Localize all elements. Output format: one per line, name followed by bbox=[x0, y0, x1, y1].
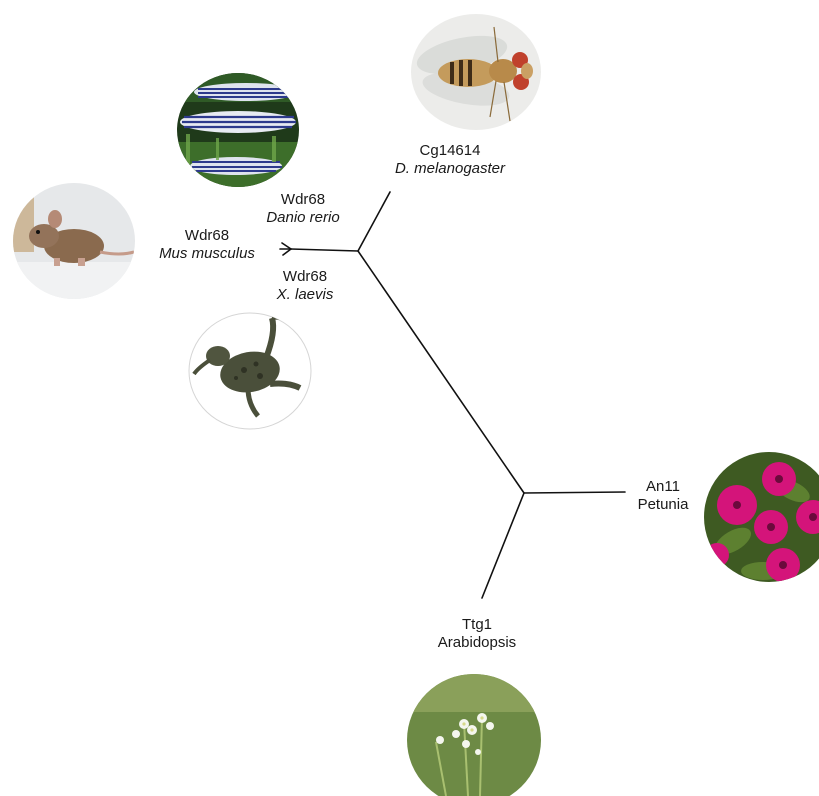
gene-name: Cg14614 bbox=[380, 142, 520, 160]
fruit-fly-photo bbox=[410, 13, 542, 131]
species-name: X. laevis bbox=[260, 286, 350, 304]
branch-xenopus bbox=[283, 249, 291, 255]
branch-danio bbox=[282, 243, 291, 249]
gene-name: An11 bbox=[628, 478, 698, 496]
taxon-label-danio: Wdr68 Danio rerio bbox=[248, 191, 358, 227]
species-name: Mus musculus bbox=[148, 245, 266, 263]
taxon-label-xenopus: Wdr68 X. laevis bbox=[260, 268, 350, 304]
branch-petunia bbox=[524, 492, 625, 493]
gene-name: Ttg1 bbox=[425, 616, 529, 634]
taxon-label-arabidopsis: Ttg1 Arabidopsis bbox=[425, 616, 529, 652]
branch-vertebrate-stem bbox=[291, 249, 358, 251]
branch-drosophila bbox=[358, 192, 390, 251]
species-name: Arabidopsis bbox=[425, 634, 529, 652]
taxon-label-mus: Wdr68 Mus musculus bbox=[148, 227, 266, 263]
mouse-photo bbox=[12, 182, 136, 300]
gene-name: Wdr68 bbox=[148, 227, 266, 245]
gene-name: Wdr68 bbox=[260, 268, 350, 286]
frog-photo bbox=[188, 312, 313, 430]
taxon-label-petunia: An11 Petunia bbox=[628, 478, 698, 514]
petunia-photo bbox=[703, 451, 819, 583]
taxon-label-drosophila: Cg14614 D. melanogaster bbox=[380, 142, 520, 178]
branch-internal-animal-plant bbox=[358, 251, 524, 493]
species-name: Petunia bbox=[628, 496, 698, 514]
branch-arabidopsis bbox=[482, 493, 524, 598]
arabidopsis-photo bbox=[406, 672, 542, 796]
gene-name: Wdr68 bbox=[248, 191, 358, 209]
zebrafish-photo bbox=[176, 72, 300, 188]
species-name: D. melanogaster bbox=[380, 160, 520, 178]
species-name: Danio rerio bbox=[248, 209, 358, 227]
